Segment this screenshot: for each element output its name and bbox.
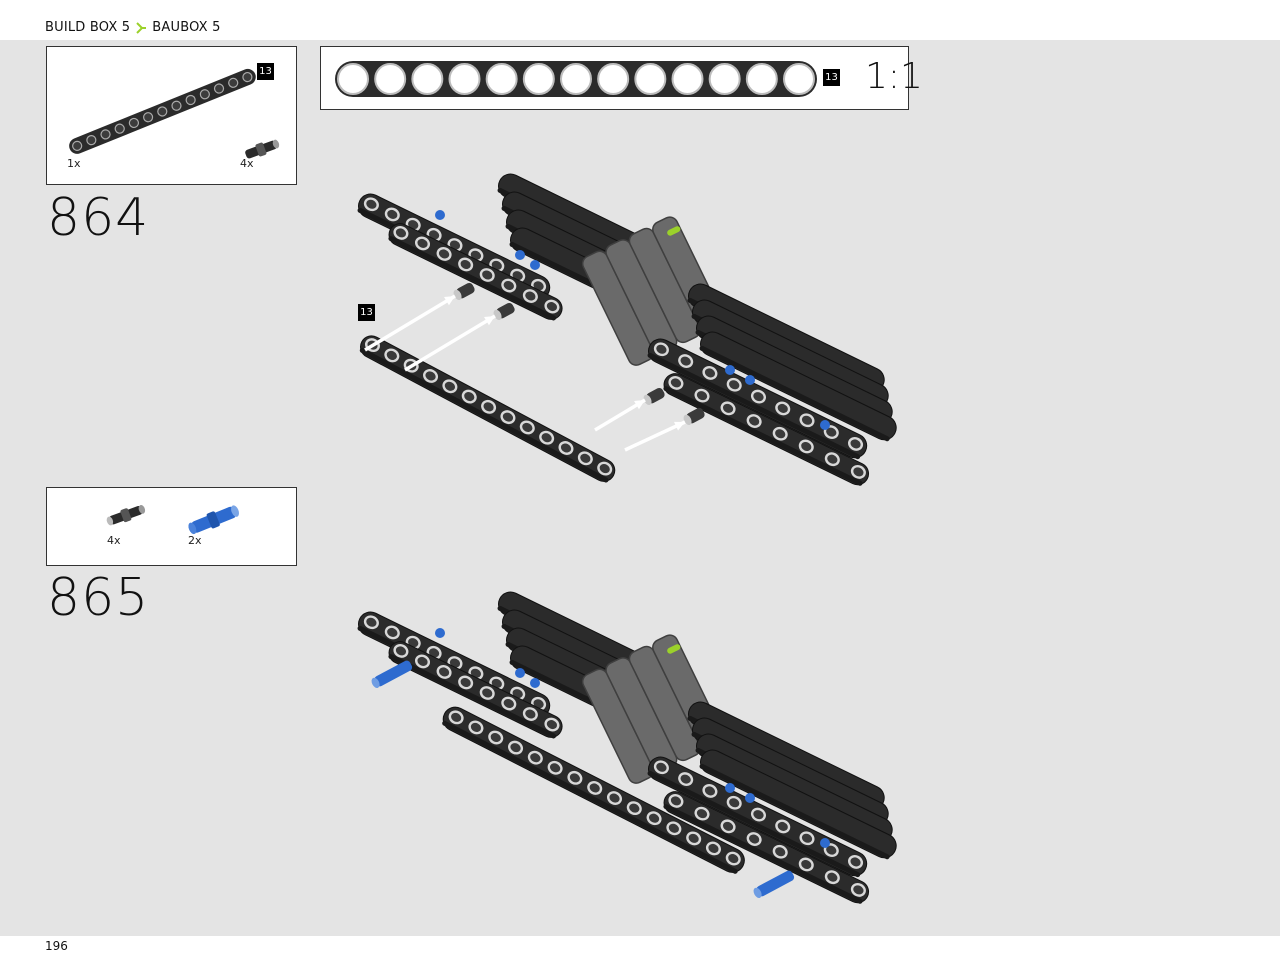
friction-pin: [643, 387, 665, 405]
blue-pin-head: [435, 210, 445, 220]
part-qty: 2x: [188, 534, 202, 547]
parts-list-step-865: 4x 2x: [46, 487, 297, 566]
beam-13-part-icon: [69, 68, 280, 159]
center-connector: [581, 634, 725, 784]
blue-axle-pin: [753, 870, 795, 898]
frame-beam-right: [647, 338, 868, 460]
part-qty: 4x: [240, 157, 254, 170]
stacked-beam-right: [699, 331, 897, 442]
blue-pin-head: [530, 678, 540, 688]
ruler-hole: [560, 63, 592, 95]
scale-ruler: 13 1:1: [320, 46, 923, 110]
page-header: BUILD BOX 5 BAUBOX 5: [0, 0, 1280, 40]
attached-beam-13: [442, 706, 745, 874]
part-qty: 1x: [67, 157, 81, 170]
page-footer: [0, 936, 1280, 974]
loose-beam-13: [359, 335, 616, 483]
ruler-hole: [708, 63, 741, 95]
blue-pin-head: [820, 420, 830, 430]
blue-pin-head: [530, 260, 540, 270]
friction-pin-part-icon: [106, 505, 146, 526]
ruler-hole: [522, 63, 555, 95]
ruler-hole: [448, 63, 481, 95]
breadcrumb: BUILD BOX 5 BAUBOX 5: [45, 20, 221, 35]
ruler-hole: [745, 63, 778, 95]
ruler-hole: [634, 63, 667, 95]
length-badge: 13: [823, 69, 840, 86]
ruler-hole: [783, 63, 815, 95]
frame-beam-right-inner: [663, 791, 870, 904]
ruler-beam-icon: [335, 61, 817, 97]
ruler-hole: [411, 63, 444, 95]
assembly-arrow: [364, 294, 456, 352]
blue-pin-head: [820, 838, 830, 848]
length-badge: 13: [257, 63, 274, 80]
ruler-hole: [597, 63, 630, 95]
part-qty: 4x: [107, 534, 121, 547]
stacked-beam-right: [699, 749, 897, 860]
blue-pin-head: [515, 250, 525, 260]
assembly-illustration-step-865: [357, 591, 897, 904]
step-number: 865: [47, 568, 150, 628]
frame-beam-left-inner: [388, 641, 563, 739]
ruler-hole: [671, 63, 704, 95]
callout-length-badge: 13: [358, 304, 375, 321]
ruler-hole: [485, 63, 518, 95]
ruler-hole: [374, 63, 407, 95]
blue-pin-head: [745, 793, 755, 803]
blue-pin-head: [745, 375, 755, 385]
frame-beam-right-inner: [663, 373, 870, 486]
parts-list-step-864: 13 1x 4x: [46, 46, 297, 185]
ruler-hole: [337, 63, 369, 95]
breadcrumb-build-box: BUILD BOX 5: [45, 20, 131, 35]
frame-beam-right: [647, 756, 868, 878]
blue-pin-head: [435, 628, 445, 638]
blue-axle-pin: [371, 660, 413, 688]
scale-label: 1:1: [865, 56, 923, 97]
friction-pin: [453, 282, 475, 300]
blue-pin-head: [515, 668, 525, 678]
friction-pin: [493, 302, 515, 320]
step-number: 864: [47, 188, 150, 248]
page-number: 196: [45, 939, 68, 953]
assembly-arrow: [594, 398, 646, 432]
friction-pin: [683, 407, 705, 425]
assembly-arrow: [404, 314, 496, 372]
blue-pin-head: [725, 783, 735, 793]
assembly-arrow: [624, 420, 686, 452]
frame-beam-left-inner: [388, 223, 563, 321]
blue-pin-head: [725, 365, 735, 375]
chevron-right-icon: [136, 21, 147, 34]
assembly-illustration-step-864: [357, 173, 897, 486]
blue-axle-pin-part-icon: [188, 505, 239, 535]
breadcrumb-baubox: BAUBOX 5: [152, 20, 221, 35]
